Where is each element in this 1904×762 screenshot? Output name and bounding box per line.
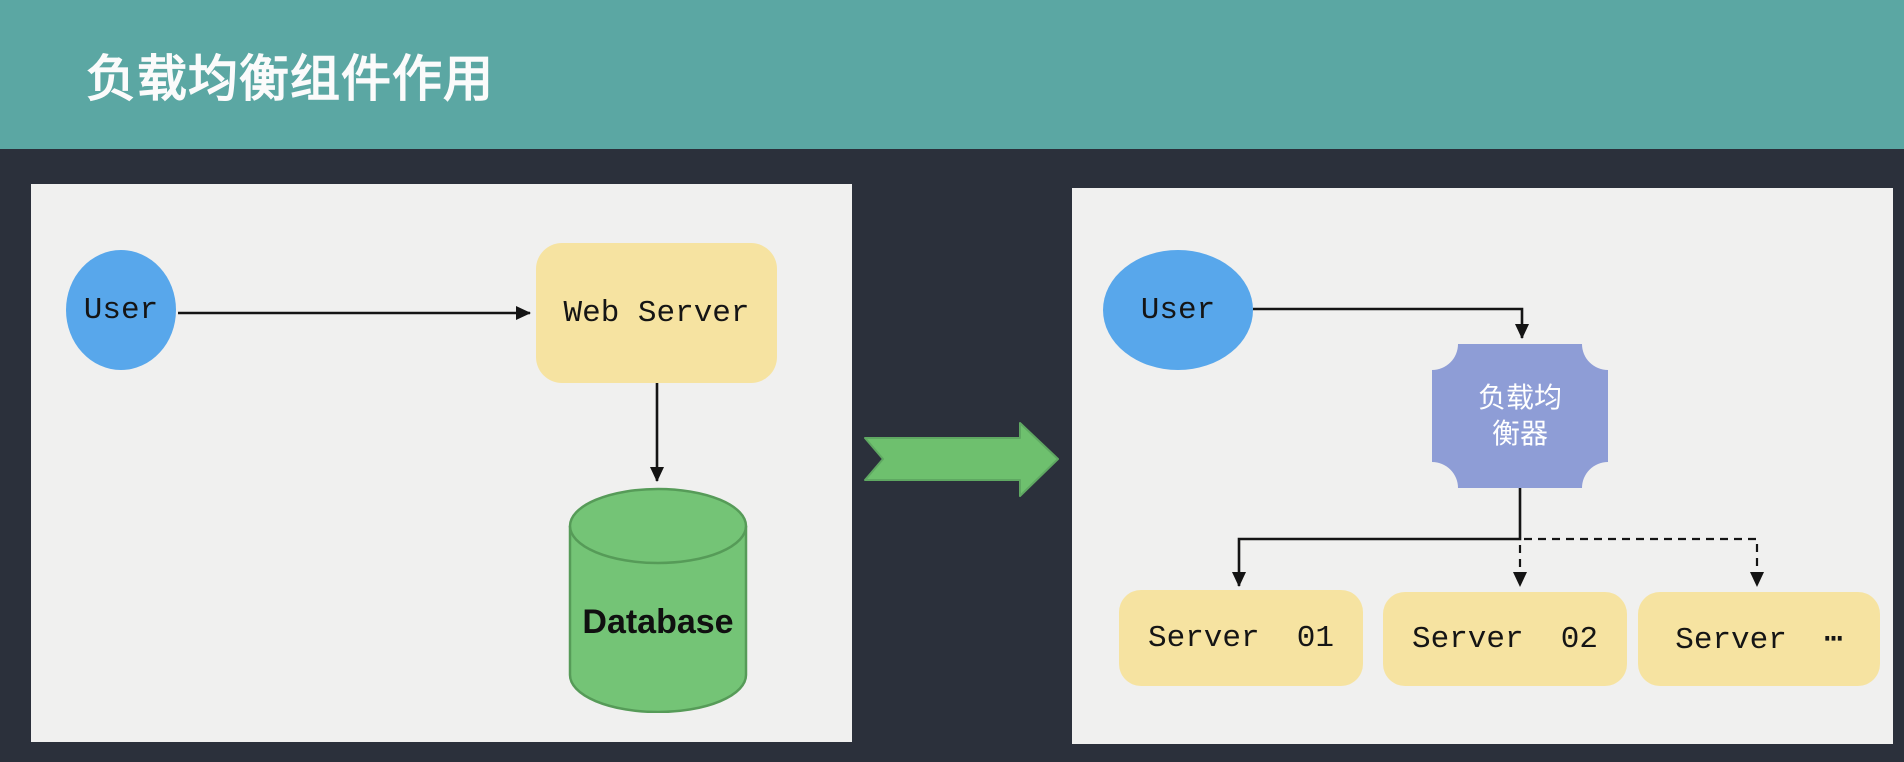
user-label: User xyxy=(1140,292,1216,328)
user-node: User xyxy=(66,250,176,370)
transition-arrow-icon xyxy=(864,422,1059,497)
load-balancer-label-line2: 衡器 xyxy=(1491,418,1548,449)
server-n-label: Server ⋯ xyxy=(1675,623,1843,658)
server-02-label: Server 02 xyxy=(1411,621,1599,657)
server-01-node: Server 01 xyxy=(1119,590,1363,686)
after-panel: User 负载均 衡器 Server 01 Server 02 Server ⋯ xyxy=(1072,188,1893,744)
slide-header: 负载均衡组件作用 xyxy=(0,0,1904,149)
user-node: User xyxy=(1103,250,1253,370)
database-node: Database xyxy=(568,487,748,713)
connector-user-to-loadbalancer xyxy=(1253,307,1529,339)
connector-loadbalancer-to-server-n xyxy=(1524,537,1764,587)
web-server-label: Web Server xyxy=(563,295,750,331)
server-02-node: Server 02 xyxy=(1383,592,1627,686)
user-label: User xyxy=(83,292,159,328)
server-01-label: Server 01 xyxy=(1147,620,1335,656)
load-balancer-node: 负载均 衡器 xyxy=(1432,344,1608,488)
page-title: 负载均衡组件作用 xyxy=(86,50,494,107)
before-panel: User Web Server Database xyxy=(31,184,852,742)
load-balancer-plaque-shape xyxy=(1432,344,1608,488)
connector-loadbalancer-to-server01 xyxy=(1232,488,1522,587)
server-n-node: Server ⋯ xyxy=(1638,592,1880,686)
load-balancer-label: 负载均 衡器 xyxy=(1432,344,1608,488)
database-cylinder-icon xyxy=(568,487,748,713)
database-label: Database xyxy=(582,603,734,641)
web-server-node: Web Server xyxy=(536,243,777,383)
load-balancer-label-line1: 负载均 xyxy=(1477,381,1562,413)
